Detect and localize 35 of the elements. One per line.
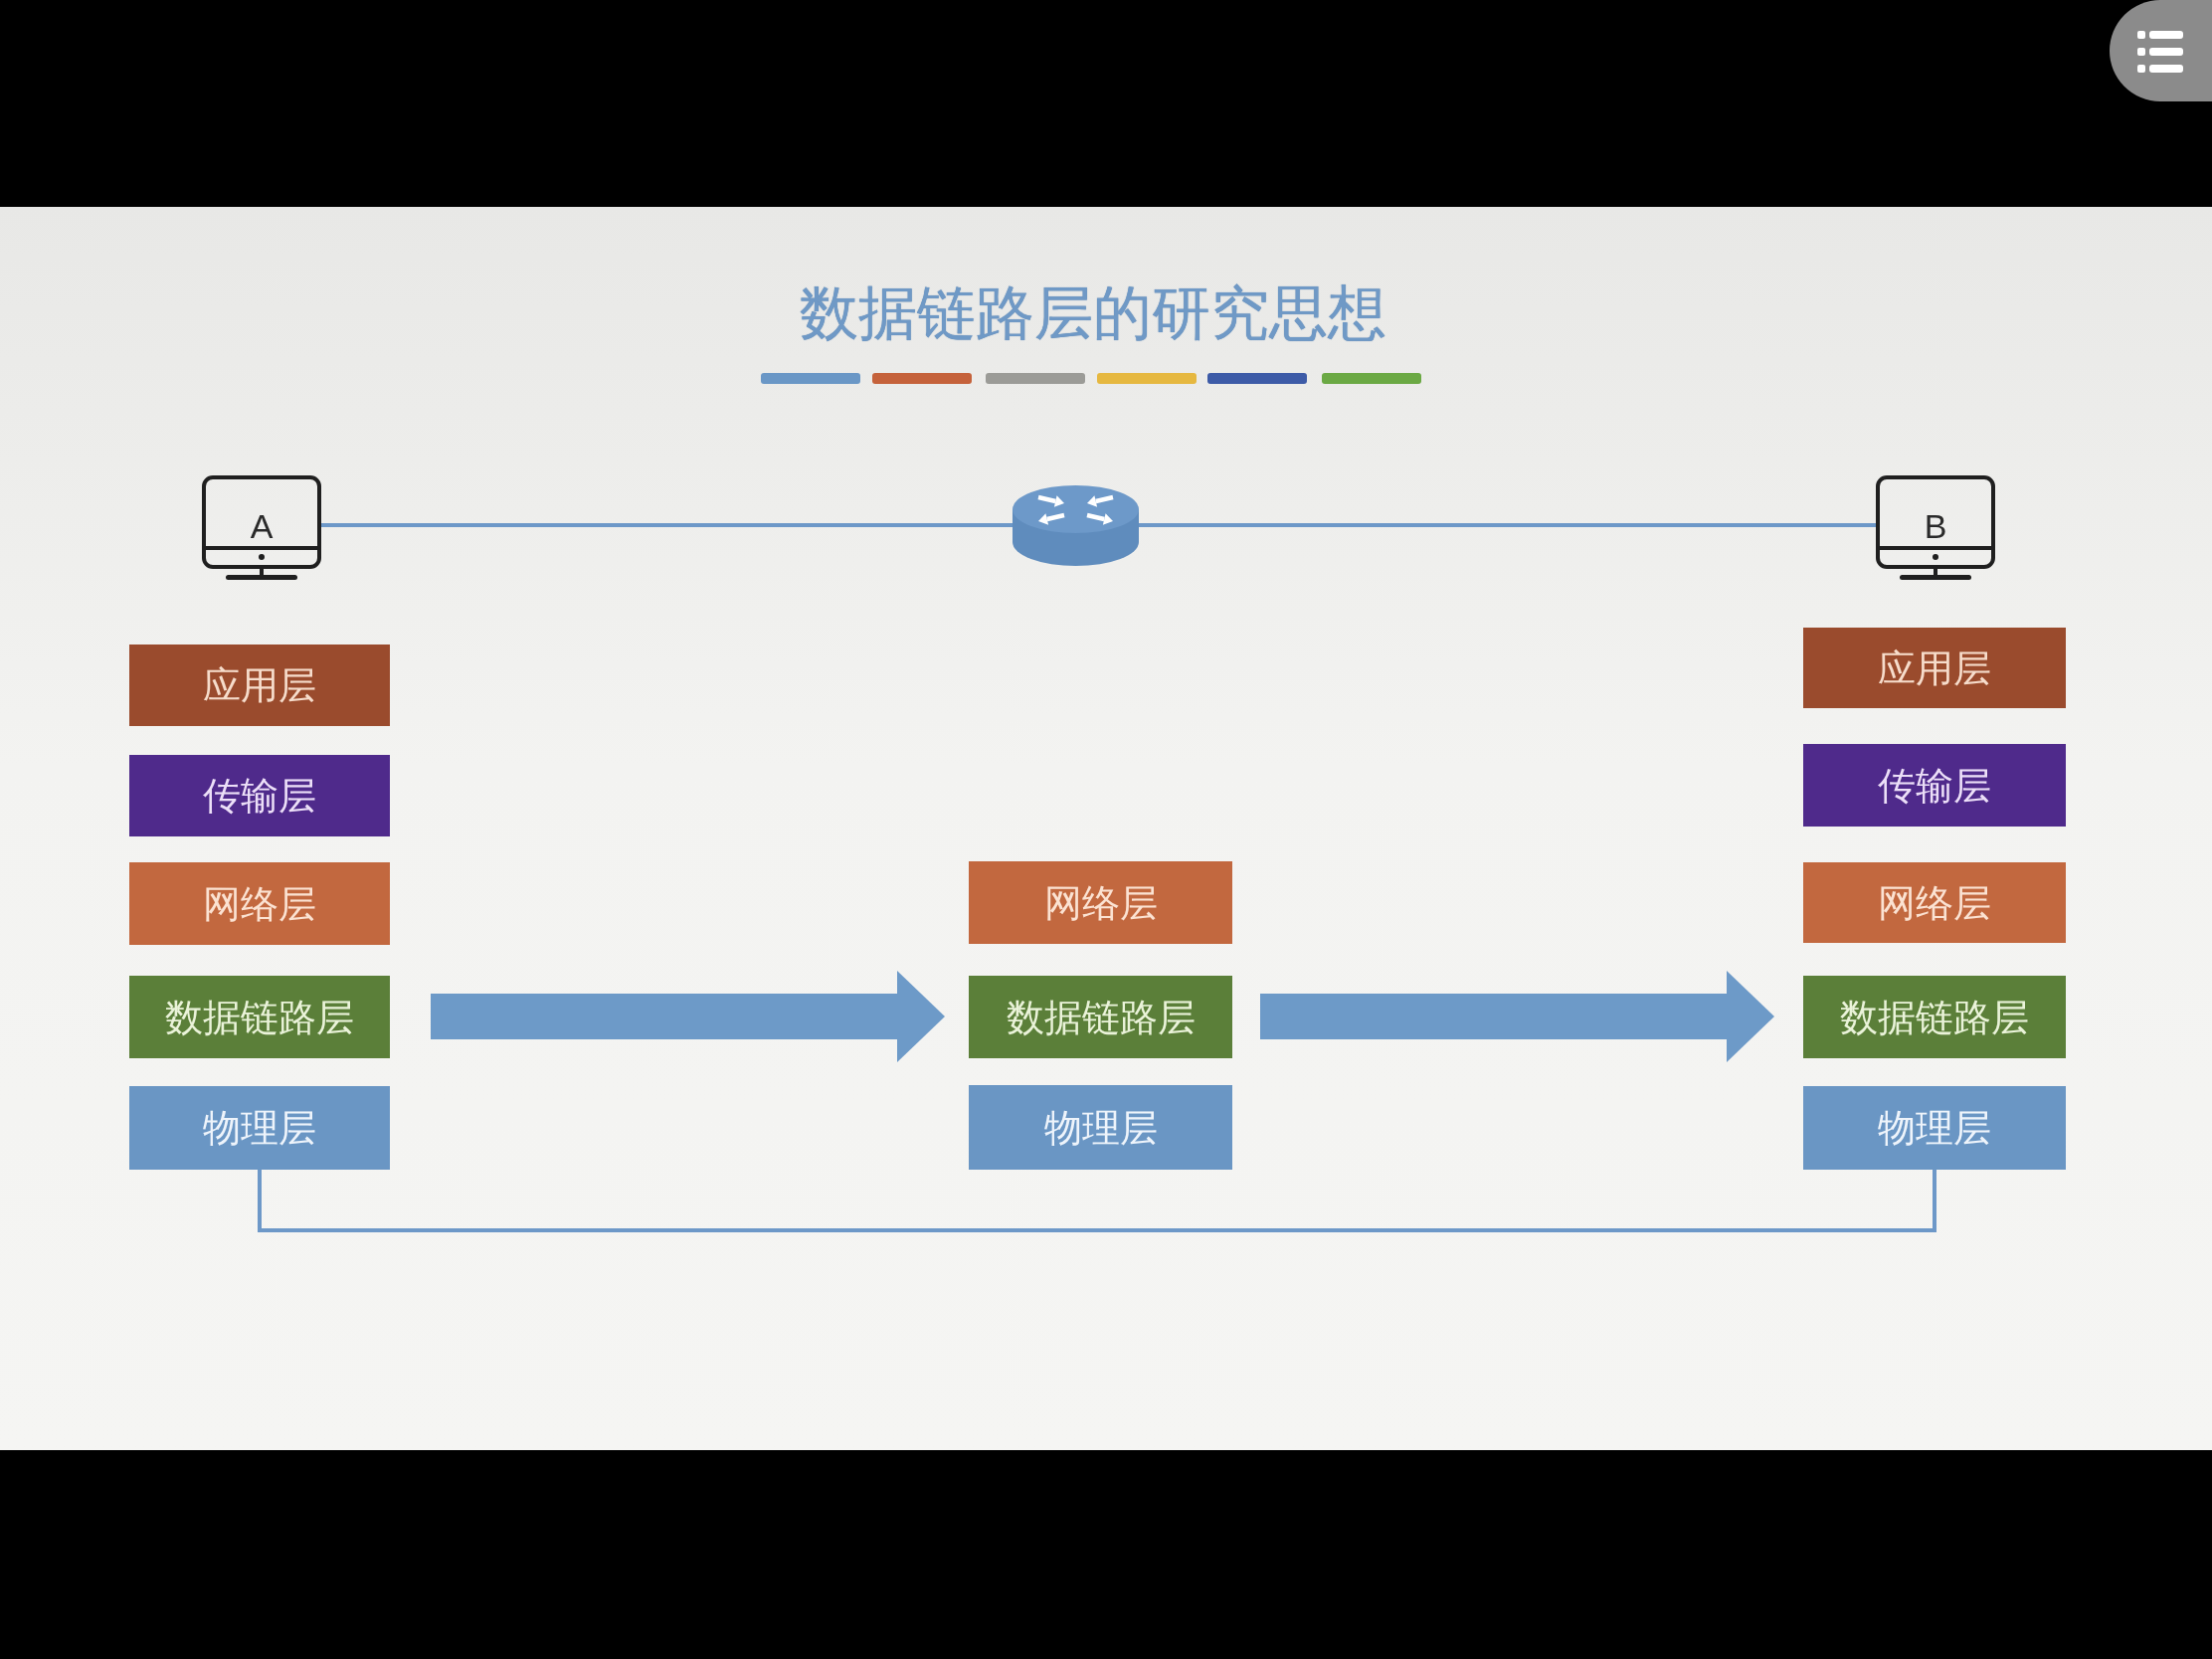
block-arrow	[1260, 971, 1774, 1062]
layer-label: 数据链路层	[165, 994, 354, 1040]
layer-box	[969, 976, 1232, 1058]
connection-line	[1139, 523, 1876, 527]
layer-box	[969, 861, 1232, 944]
layer-box	[129, 976, 390, 1058]
layer-box	[1803, 976, 2066, 1058]
connection-line	[258, 1170, 1936, 1232]
layer-label: 网络层	[1878, 879, 1991, 926]
layer-box	[969, 1085, 1232, 1170]
layer-label: 物理层	[203, 1105, 316, 1151]
layer-box	[129, 645, 390, 726]
router-icon	[1013, 485, 1139, 566]
layer-box	[129, 1086, 390, 1170]
layer-label: 网络层	[1043, 879, 1158, 926]
layer-label: 传输层	[1878, 762, 1991, 809]
block-arrow	[431, 971, 945, 1062]
layer-label: 应用层	[203, 662, 316, 708]
connection-line	[321, 523, 1013, 527]
layer-box	[1803, 628, 2066, 708]
slide-title: 数据链路层的研究思想	[800, 278, 1386, 348]
layer-label: 应用层	[1878, 645, 1991, 691]
layer-label: 数据链路层	[1840, 994, 2029, 1040]
layer-box	[1803, 744, 2066, 827]
layer-box	[129, 862, 390, 945]
layer-label: 传输层	[203, 773, 316, 819]
computer-label: B	[1924, 506, 1947, 546]
layer-box	[1803, 862, 2066, 943]
layer-label: 数据链路层	[1006, 994, 1196, 1040]
computer-label: A	[250, 506, 274, 546]
layer-box	[129, 755, 390, 836]
layer-label: 物理层	[1878, 1105, 1991, 1151]
layer-box	[1803, 1086, 2066, 1170]
layer-label: 物理层	[1043, 1104, 1158, 1151]
layer-label: 网络层	[203, 880, 316, 927]
